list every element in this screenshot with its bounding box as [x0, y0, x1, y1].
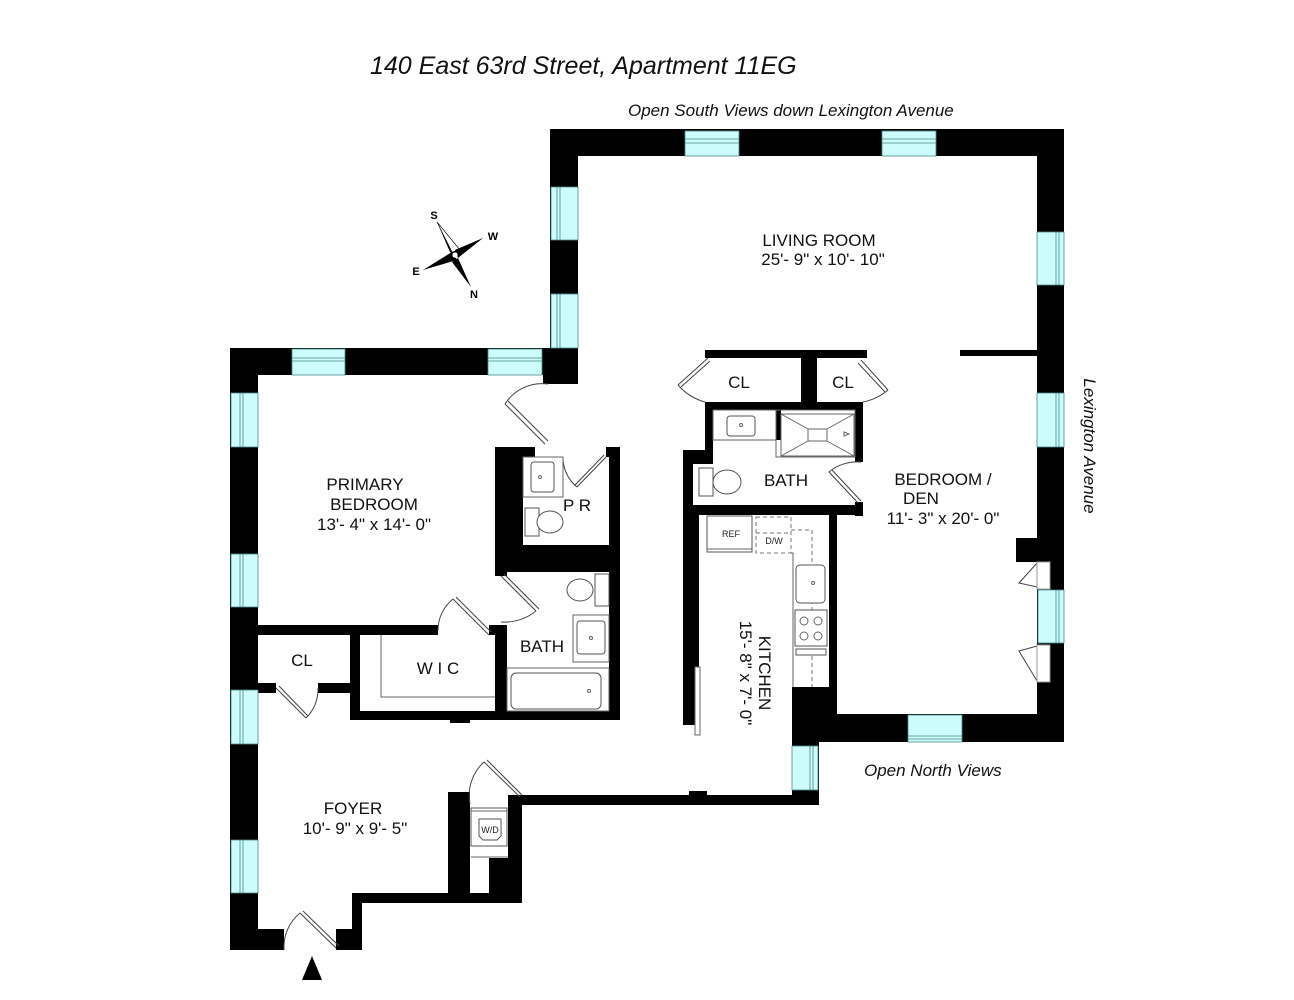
- living-room-name: LIVING ROOM: [762, 231, 875, 250]
- dishwasher-label: D/W: [765, 536, 783, 546]
- vanity-icon: [522, 456, 564, 498]
- closet-foyer-name: CL: [291, 651, 313, 670]
- door-icon: [500, 573, 540, 623]
- foyer-dims: 10'- 9" x 9'- 5": [303, 819, 408, 838]
- windows: [230, 130, 1065, 894]
- closet-right-name: CL: [832, 373, 854, 392]
- window-icon: [907, 714, 963, 743]
- window-icon: [230, 392, 259, 448]
- bath-primary-name: BATH: [520, 637, 564, 656]
- compass-e-label: E: [412, 266, 419, 278]
- bedroom-den-name-2: DEN: [903, 489, 939, 508]
- refrigerator-icon: REF: [706, 515, 753, 553]
- door-icon: [275, 685, 319, 719]
- primary-bedroom-name-2: BEDROOM: [330, 495, 418, 514]
- door-icon: [437, 596, 492, 636]
- counter-edge-icon: [791, 552, 794, 687]
- door-icon: [677, 357, 711, 403]
- sliding-door-icon: [694, 666, 701, 736]
- room-labels: LIVING ROOM 25'- 9" x 10'- 10" PRIMARY B…: [291, 231, 999, 838]
- washer-dryer-label: W/D: [481, 825, 499, 835]
- closet-shelf-icon: [380, 635, 495, 698]
- compass-rose-icon: S W E N: [412, 210, 498, 301]
- vanity-icon: [572, 614, 610, 663]
- dishwasher-icon: D/W: [755, 516, 792, 554]
- refrigerator-label: REF: [722, 529, 741, 539]
- window-icon: [881, 130, 937, 157]
- doors: [275, 357, 1051, 951]
- plan-title: 140 East 63rd Street, Apartment 11EG: [370, 52, 797, 80]
- shower-icon: [775, 409, 856, 458]
- window-icon: [1036, 231, 1065, 286]
- toilet-icon: [524, 507, 564, 537]
- window-icon: [230, 553, 259, 608]
- interior-walls: [258, 348, 867, 742]
- window-icon: [291, 348, 346, 376]
- window-icon: [487, 348, 543, 376]
- window-icon: [684, 130, 740, 157]
- door-icon: [857, 359, 889, 403]
- toilet-icon: [698, 467, 742, 497]
- compass-s-label: S: [430, 210, 437, 222]
- door-icon: [828, 461, 862, 504]
- door-icon: [504, 383, 549, 445]
- lexington-avenue-note: Lexington Avenue: [1080, 378, 1099, 513]
- bedroom-den-name-1: BEDROOM /: [894, 470, 992, 489]
- window-icon: [230, 839, 259, 894]
- closet-left-name: CL: [728, 373, 750, 392]
- living-room-dims: 25'- 9" x 10'- 10": [761, 250, 884, 269]
- wic-name: W I C: [417, 659, 460, 678]
- window-icon: [550, 293, 579, 349]
- door-icon: [1018, 561, 1051, 590]
- south-views-note: Open South Views down Lexington Avenue: [628, 101, 954, 120]
- foyer-name: FOYER: [324, 799, 383, 818]
- primary-bedroom-name-1: PRIMARY: [326, 475, 403, 494]
- bedroom-den-dims: 11'- 3" x 20'- 0": [887, 509, 1000, 528]
- stove-icon: [794, 609, 828, 656]
- sink-icon: [530, 461, 555, 493]
- compass-n-label: N: [470, 289, 478, 301]
- sink-icon: [795, 564, 826, 604]
- fixtures: REF D/W W/D: [302, 409, 856, 980]
- door-icon: [1018, 644, 1051, 683]
- door-icon: [283, 910, 340, 951]
- entry-arrow-icon: [302, 956, 322, 980]
- kitchen-name: KITCHEN: [755, 636, 774, 711]
- kitchen-dims: 15'- 8" x 7'- 0": [736, 621, 755, 726]
- door-icon: [562, 454, 607, 488]
- primary-bedroom-dims: 13'- 4" x 14'- 0": [317, 515, 431, 534]
- north-views-note: Open North Views: [864, 761, 1002, 780]
- powder-room-name: P R: [563, 496, 591, 515]
- window-icon: [230, 689, 259, 745]
- compass-w-label: W: [488, 231, 499, 243]
- toilet-icon: [566, 573, 610, 607]
- bathtub-icon: [506, 667, 610, 712]
- window-icon: [550, 186, 579, 241]
- window-icon: [1036, 392, 1065, 448]
- sink-icon: [576, 620, 606, 655]
- bath-main-name: BATH: [764, 471, 808, 490]
- window-icon: [791, 745, 819, 791]
- washer-dryer-icon: W/D: [470, 807, 508, 847]
- door-icon: [468, 759, 523, 805]
- window-icon: [1037, 589, 1065, 644]
